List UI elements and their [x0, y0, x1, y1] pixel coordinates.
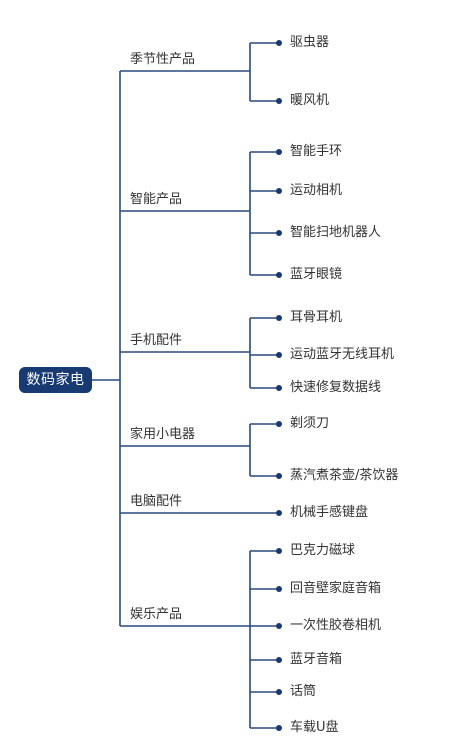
- category-label: 电脑配件: [130, 494, 183, 509]
- leaf-dot: [276, 40, 282, 46]
- category-label: 季节性产品: [130, 52, 196, 67]
- leaf-label: 话筒: [290, 684, 317, 699]
- leaf-dot: [276, 548, 282, 554]
- leaf-label: 蓝牙眼镜: [290, 267, 343, 282]
- leaf-label: 驱虫器: [290, 35, 330, 50]
- leaf-label: 蓝牙音箱: [290, 652, 343, 667]
- leaf-label: 剃须刀: [290, 416, 330, 431]
- leaf-dot: [276, 315, 282, 321]
- leaf-dot: [276, 98, 282, 104]
- leaf-label: 运动相机: [290, 183, 343, 198]
- leaf-label: 运动蓝牙无线耳机: [290, 347, 395, 362]
- category-label: 娱乐产品: [130, 607, 183, 622]
- leaf-label: 智能手环: [290, 144, 343, 159]
- leaf-dot: [276, 473, 282, 479]
- leaf-dot: [276, 725, 282, 731]
- leaf-dot: [276, 149, 282, 155]
- leaf-label: 暖风机: [290, 93, 330, 108]
- leaf-dot: [276, 421, 282, 427]
- category-label: 家用小电器: [130, 427, 196, 442]
- leaf-label: 耳骨耳机: [290, 310, 343, 325]
- leaf-label: 一次性胶卷相机: [290, 618, 382, 633]
- category-label: 手机配件: [130, 333, 183, 348]
- leaf-dot: [276, 230, 282, 236]
- leaf-dot: [276, 510, 282, 516]
- root-node: 数码家电: [19, 367, 92, 393]
- leaf-dot: [276, 188, 282, 194]
- leaf-dot: [276, 657, 282, 663]
- leaf-label: 智能扫地机器人: [290, 225, 382, 240]
- leaf-dot: [276, 272, 282, 278]
- leaf-dot: [276, 623, 282, 629]
- leaf-label: 巴克力磁球: [290, 543, 356, 558]
- leaf-dot: [276, 689, 282, 695]
- category-label: 智能产品: [130, 192, 183, 207]
- leaf-label: 快速修复数据线: [290, 380, 382, 395]
- leaf-label: 车载U盘: [290, 720, 339, 735]
- leaf-label: 回音壁家庭音箱: [290, 581, 382, 596]
- leaf-dot: [276, 352, 282, 358]
- leaf-label: 蒸汽煮茶壶/茶饮器: [290, 468, 399, 483]
- leaf-label: 机械手感键盘: [290, 505, 369, 520]
- leaf-dot: [276, 586, 282, 592]
- leaf-dot: [276, 385, 282, 391]
